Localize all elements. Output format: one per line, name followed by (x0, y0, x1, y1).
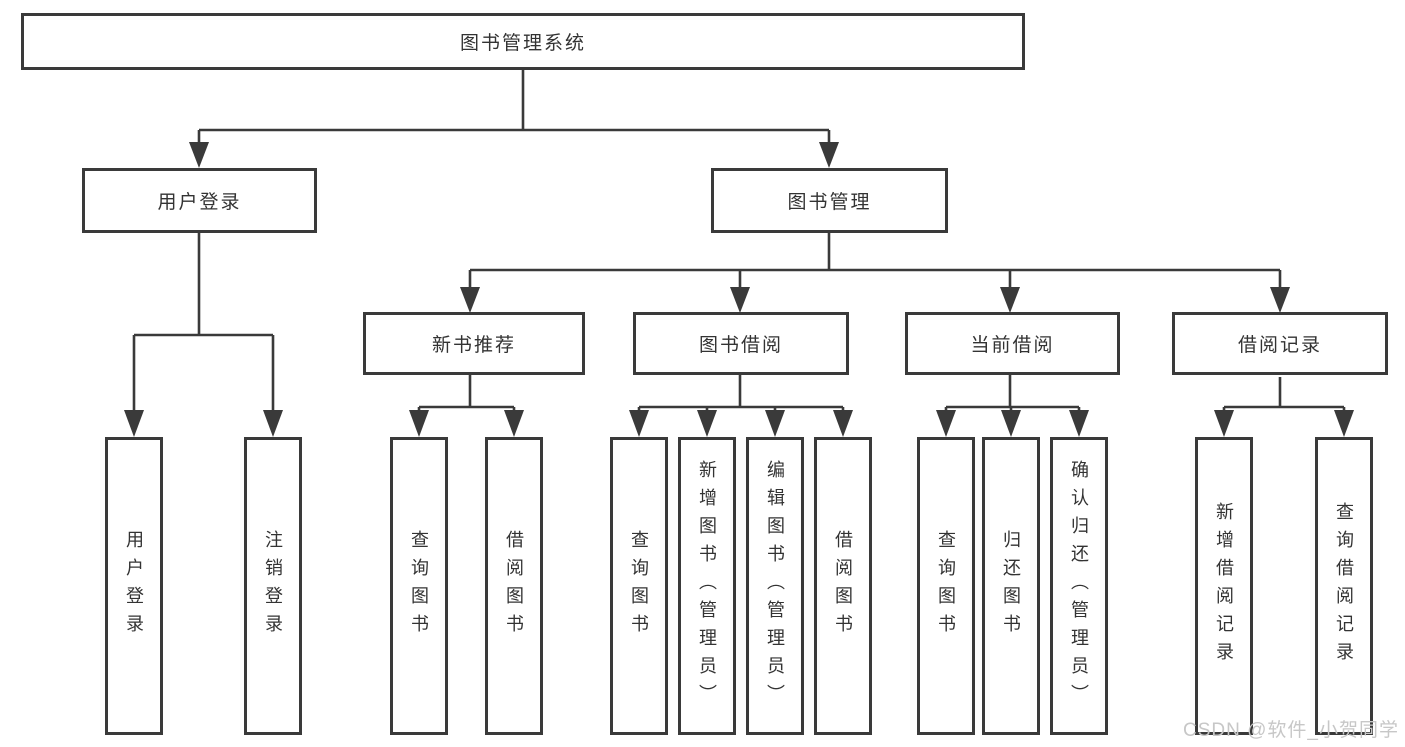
leaf-query-borrow-record-label: 查询借阅记录 (1334, 502, 1354, 670)
leaf-query-books-current: 查询图书 (917, 437, 975, 735)
node-book-borrowing: 图书借阅 (633, 312, 849, 375)
leaf-confirm-return-admin-label: 确认归还（管理员） (1069, 460, 1089, 712)
node-new-book-recommendation-label: 新书推荐 (431, 335, 516, 356)
node-borrowing-records-label: 借阅记录 (1237, 335, 1322, 356)
leaf-query-books-borrowing: 查询图书 (610, 437, 668, 735)
leaf-add-books-admin-label: 新增图书（管理员） (697, 460, 717, 712)
leaf-query-borrow-record: 查询借阅记录 (1315, 437, 1373, 735)
node-user-login-label: 用户登录 (157, 192, 242, 213)
leaf-edit-books-admin-label: 编辑图书（管理员） (765, 460, 785, 712)
node-book-management-label: 图书管理 (787, 192, 872, 213)
leaf-add-borrow-record: 新增借阅记录 (1195, 437, 1253, 735)
leaf-query-books-current-label: 查询图书 (936, 530, 956, 642)
leaf-borrow-books-recommend-label: 借阅图书 (504, 530, 524, 642)
node-book-management: 图书管理 (711, 168, 948, 233)
leaf-user-login-label: 用户登录 (124, 530, 144, 642)
leaf-borrow-books-borrowing: 借阅图书 (814, 437, 872, 735)
leaf-borrow-books-recommend: 借阅图书 (485, 437, 543, 735)
node-root: 图书管理系统 (21, 13, 1025, 70)
leaf-query-books-recommend: 查询图书 (390, 437, 448, 735)
leaf-borrow-books-borrowing-label: 借阅图书 (833, 530, 853, 642)
node-current-borrowing: 当前借阅 (905, 312, 1120, 375)
leaf-logout-login-label: 注销登录 (263, 530, 283, 642)
leaf-user-login: 用户登录 (105, 437, 163, 735)
node-borrowing-records: 借阅记录 (1172, 312, 1388, 375)
node-current-borrowing-label: 当前借阅 (970, 335, 1055, 356)
leaf-logout-login: 注销登录 (244, 437, 302, 735)
leaf-return-books-label: 归还图书 (1001, 530, 1021, 642)
leaf-query-books-recommend-label: 查询图书 (409, 530, 429, 642)
leaf-edit-books-admin: 编辑图书（管理员） (746, 437, 804, 735)
node-book-borrowing-label: 图书借阅 (698, 335, 783, 356)
node-user-login: 用户登录 (82, 168, 317, 233)
node-new-book-recommendation: 新书推荐 (363, 312, 585, 375)
leaf-return-books: 归还图书 (982, 437, 1040, 735)
leaf-add-books-admin: 新增图书（管理员） (678, 437, 736, 735)
leaf-confirm-return-admin: 确认归还（管理员） (1050, 437, 1108, 735)
node-root-label: 图书管理系统 (459, 33, 586, 54)
leaf-add-borrow-record-label: 新增借阅记录 (1214, 502, 1234, 670)
leaf-query-books-borrowing-label: 查询图书 (629, 530, 649, 642)
watermark: CSDN @软件_小贺同学 (1183, 720, 1399, 741)
